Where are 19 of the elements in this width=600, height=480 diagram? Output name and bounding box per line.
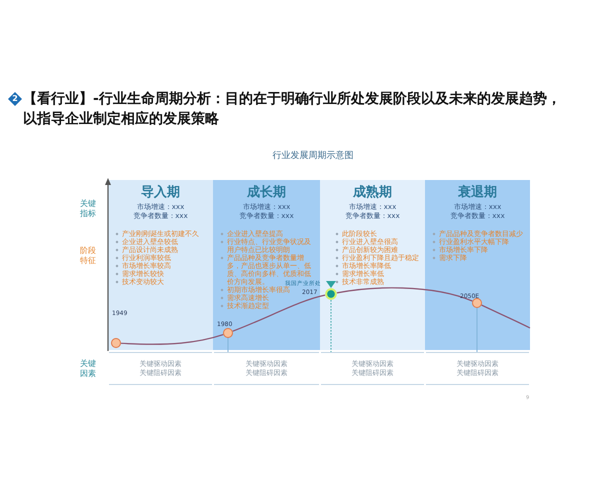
figure-title: 行业发展周期示意图 <box>272 151 354 162</box>
row-header: 阶段特征 <box>80 246 97 266</box>
stage-heading: 衰退期 <box>458 185 497 200</box>
stage-heading: 成熟期 <box>353 185 392 200</box>
step-number: 2 <box>8 92 22 106</box>
stage-band <box>108 180 213 350</box>
row-header: 关键因素 <box>80 359 97 379</box>
drop-line <box>330 300 332 352</box>
curve-line <box>232 294 326 332</box>
stage-band <box>425 180 530 350</box>
row-header: 关键指标 <box>80 199 97 219</box>
drop-line <box>476 308 478 352</box>
stage-band <box>213 180 320 350</box>
stage-heading: 导入期 <box>141 185 180 200</box>
curve-line <box>336 287 473 302</box>
page-title: 【看行业】-行业生命周期分析：目的在于明确行业所处发展阶段以及未来的发展趋势，以指导企业制定相应的发展策略 <box>23 90 562 129</box>
stage-heading: 成长期 <box>247 185 286 200</box>
curve-line <box>481 304 530 329</box>
curve-line <box>120 334 224 345</box>
